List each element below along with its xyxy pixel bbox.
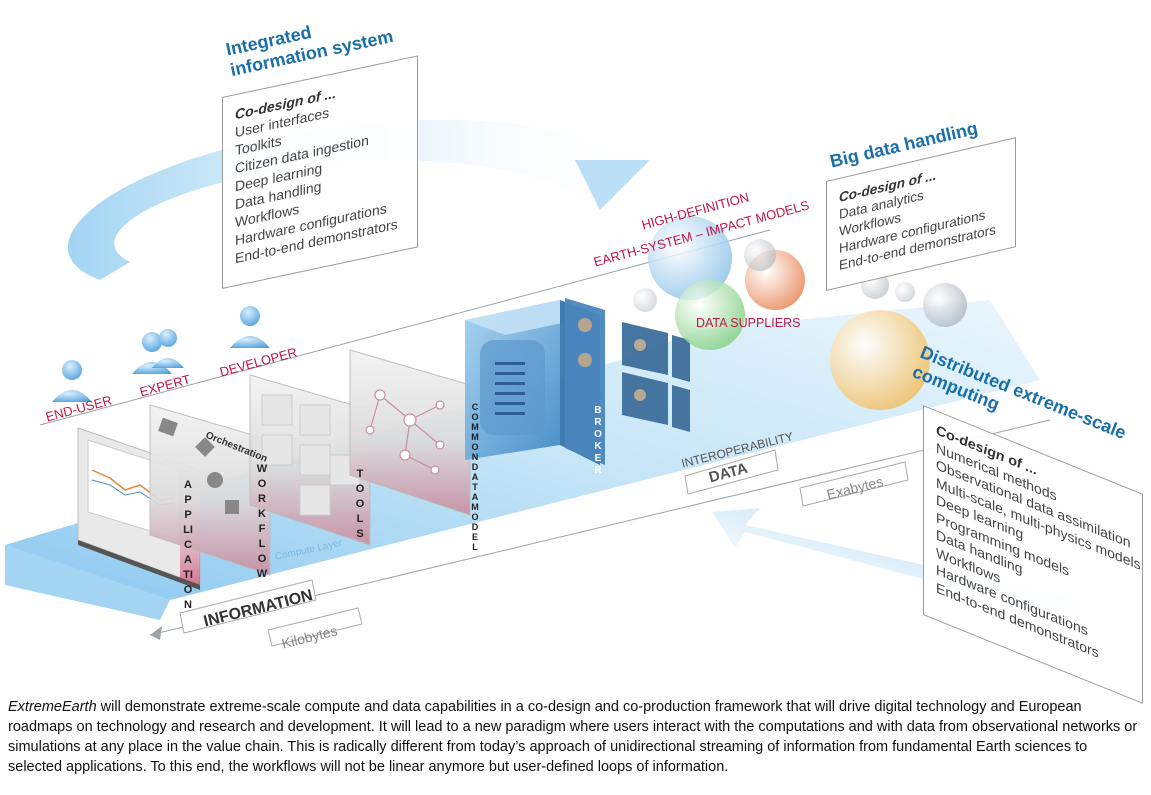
data-tiles [622,322,690,432]
earth-system-spheres [633,216,967,410]
orchestration-panel [149,404,271,576]
data-suppliers-label: DATA SUPPLIERS [696,316,801,330]
diagram-stage: Integrated information system Co-design … [5,22,1143,704]
tools-panel [349,349,471,516]
application-label: APPLICATION [183,479,193,611]
caption: ExtremeEarth will demonstrate extreme-sc… [8,697,1143,777]
caption-italic: ExtremeEarth [8,699,97,715]
broker-label: BROKER [594,405,602,476]
user-icons [52,306,270,402]
tools-label: TOOLS [355,468,365,540]
flow-graphics [5,119,1080,647]
workflow-label: WORKFLOW [256,463,268,580]
workflow-panel [249,374,371,546]
common-data-model-label: COMMON DATA MODEL [471,402,479,552]
caption-text: will demonstrate extreme-scale compute a… [8,699,1138,775]
broker-tower [565,298,605,465]
